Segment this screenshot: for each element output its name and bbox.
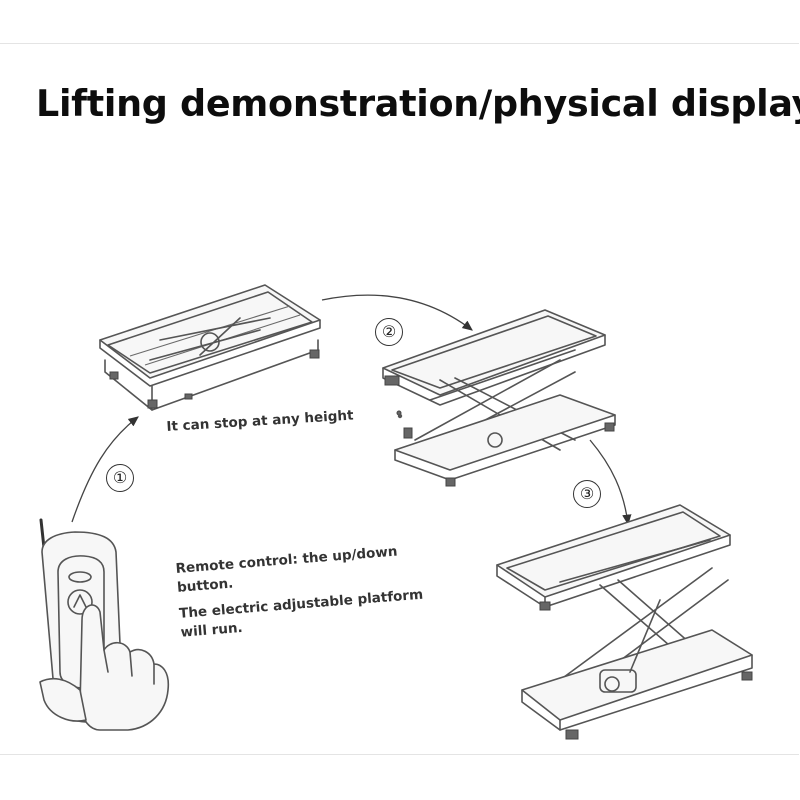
platform-mid-icon: [382, 309, 616, 487]
step-2-badge: ②: [375, 318, 403, 346]
page-title: Lifting demonstration/physical display: [36, 82, 800, 125]
pressing-hand-icon: [39, 604, 170, 731]
platform-raised-icon: [496, 504, 753, 740]
arrow-step-3: [589, 439, 632, 526]
content-frame: [0, 43, 799, 755]
step-3-badge: ③: [573, 480, 601, 508]
platform-lowered-icon: [99, 284, 321, 411]
dot-marker: [397, 413, 403, 419]
step-1-badge: ①: [106, 464, 134, 492]
arrow-step-1: [71, 416, 139, 523]
arrow-step-2: [321, 294, 473, 331]
